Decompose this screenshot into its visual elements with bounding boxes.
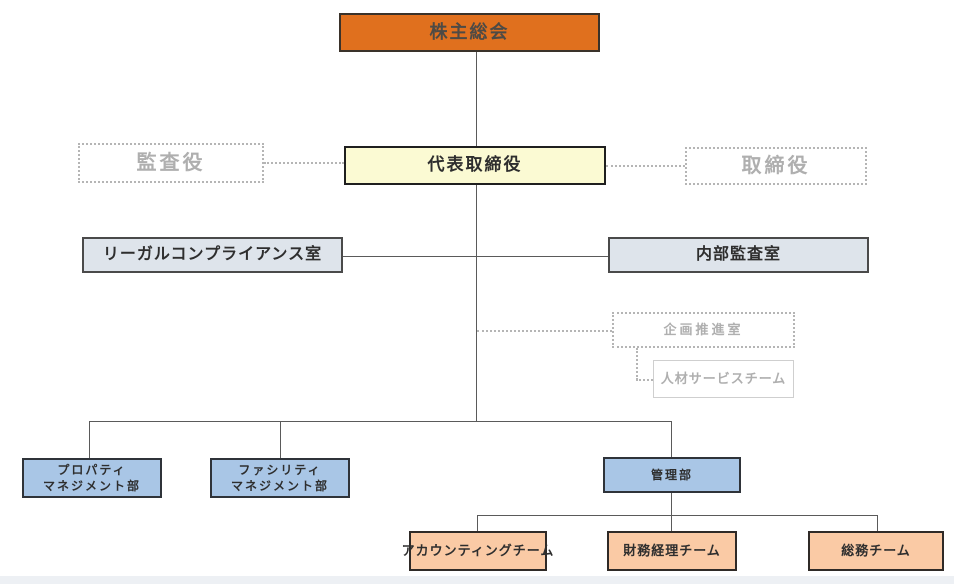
connector-drop-property bbox=[89, 421, 90, 458]
node-label: 取締役 bbox=[741, 154, 811, 177]
connector-planning-hr-horizontal bbox=[636, 379, 653, 381]
connector-ceo-auditor bbox=[264, 162, 344, 164]
node-planning-promotion-office: 企画推進室 bbox=[612, 312, 795, 348]
connector-drop-accounting bbox=[477, 515, 478, 531]
node-label: アカウンティングチーム bbox=[401, 543, 555, 559]
connector-drop-general-affairs bbox=[877, 515, 878, 531]
node-label: 企画推進室 bbox=[663, 322, 744, 338]
connector-ceo-planning bbox=[477, 330, 612, 332]
node-general-affairs-team: 総務チーム bbox=[808, 531, 944, 571]
connector-drop-administration bbox=[671, 421, 672, 457]
node-label-line1: ファシリティ bbox=[238, 462, 322, 477]
connector-branch-teams bbox=[477, 515, 877, 516]
page-bottom-strip bbox=[0, 576, 954, 584]
node-accounting-team: アカウンティングチーム bbox=[402, 531, 553, 571]
connector-shareholders-to-ceo bbox=[476, 52, 477, 146]
connector-planning-hr-vertical bbox=[636, 348, 638, 380]
node-internal-audit-office: 内部監査室 bbox=[608, 237, 869, 273]
node-label-line1: プロパティ bbox=[57, 462, 127, 477]
connector-drop-facility bbox=[280, 421, 281, 458]
node-director: 取締役 bbox=[685, 147, 867, 185]
node-administration-dept: 管理部 bbox=[603, 457, 741, 493]
node-label-line2: マネジメント部 bbox=[42, 479, 141, 493]
node-legal-compliance-office: リーガルコンプライアンス室 bbox=[82, 237, 343, 273]
node-shareholders-meeting: 株主総会 bbox=[339, 13, 600, 52]
connector-drop-finance bbox=[671, 515, 672, 531]
node-label: 管理部 bbox=[650, 467, 693, 482]
node-label: 監査役 bbox=[136, 151, 206, 174]
node-representative-director: 代表取締役 bbox=[344, 146, 606, 185]
node-label-line2: マネジメント部 bbox=[230, 479, 329, 493]
connector-ceo-trunk bbox=[476, 185, 477, 421]
node-label: リーガルコンプライアンス室 bbox=[102, 246, 323, 264]
connector-legal-internal-audit bbox=[343, 256, 608, 257]
node-facility-management-dept: ファシリティ マネジメント部 bbox=[210, 458, 350, 498]
node-label: 内部監査室 bbox=[695, 246, 781, 264]
node-label: 財務経理チーム bbox=[623, 543, 721, 559]
node-property-management-dept: プロパティ マネジメント部 bbox=[22, 458, 162, 498]
node-label: 代表取締役 bbox=[427, 155, 523, 175]
connector-administration-trunk bbox=[671, 493, 672, 515]
node-auditor: 監査役 bbox=[78, 143, 264, 183]
node-finance-accounting-team: 財務経理チーム bbox=[607, 531, 737, 571]
connector-branch-departments bbox=[89, 421, 672, 422]
node-label: 総務チーム bbox=[841, 543, 911, 559]
node-label: 人材サービスチーム bbox=[660, 371, 787, 387]
node-hr-service-team: 人材サービスチーム bbox=[653, 360, 794, 398]
connector-ceo-director bbox=[606, 165, 685, 167]
node-label: 株主総会 bbox=[429, 22, 510, 43]
